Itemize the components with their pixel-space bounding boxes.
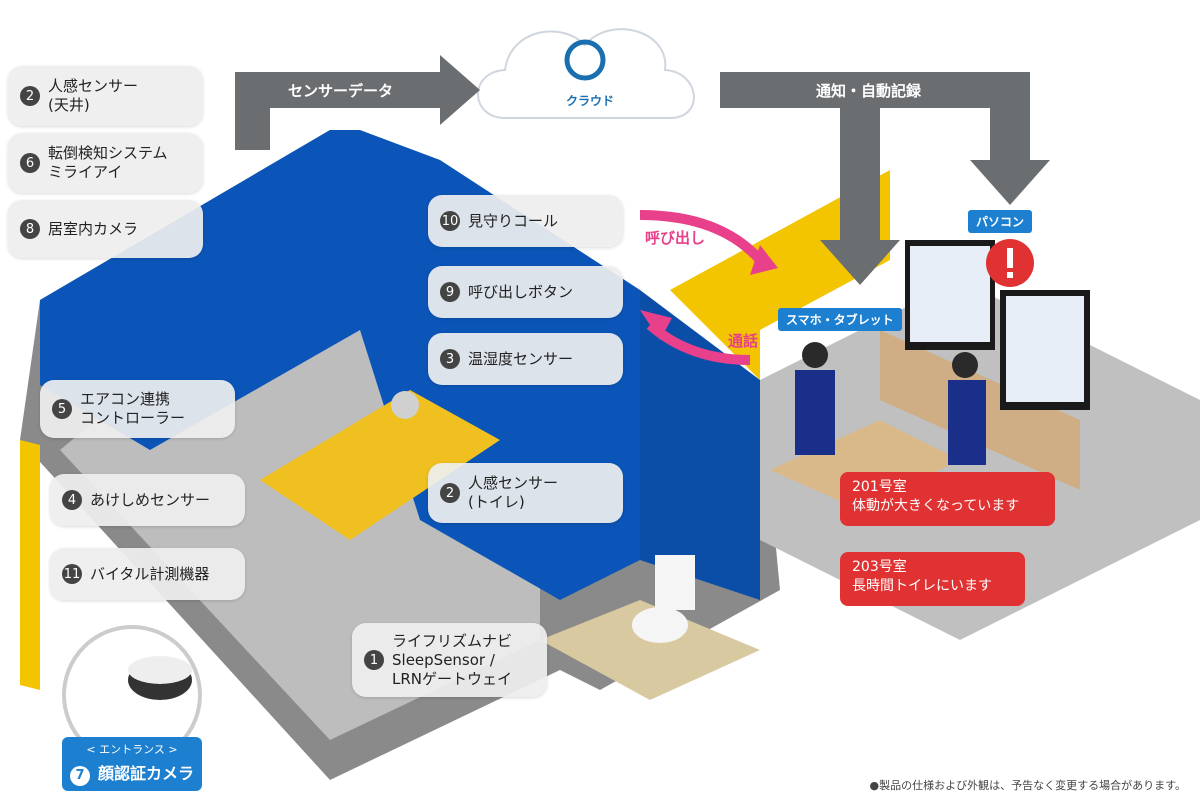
callout-temp-humidity-sensor: 3 温湿度センサー (428, 333, 623, 385)
cloud-label: クラウド (566, 92, 614, 109)
staff-1-head (802, 342, 828, 368)
entrance-number: 7 (70, 766, 90, 786)
entrance-camera-box: < エントランス > 7 顔認証カメラ (62, 737, 202, 791)
alert-room-203: 203号室 長時間トイレにいます (840, 552, 1025, 606)
smartphone-tag: スマホ・タブレット (778, 308, 902, 331)
left-door-yellow (20, 440, 40, 690)
callout-label: 人感センサー (トイレ) (468, 474, 558, 512)
callout-label: 転倒検知システム ミライアイ (48, 144, 168, 182)
callout-label: 人感センサー (天井) (48, 77, 138, 115)
callout-number: 2 (20, 86, 40, 106)
callout-call-button: 9 呼び出しボタン (428, 266, 623, 318)
callout-toilet-motion-sensor: 2 人感センサー (トイレ) (428, 463, 623, 523)
call-label: 呼び出し (645, 227, 705, 248)
callout-watch-call: 10 見守りコール (428, 195, 623, 247)
callout-label: 呼び出しボタン (468, 283, 573, 302)
callout-label: エアコン連携 コントローラー (80, 390, 185, 428)
entrance-caption: < エントランス > (62, 741, 202, 757)
callout-label: バイタル計測機器 (90, 565, 209, 584)
entrance-label: 顔認証カメラ (98, 764, 194, 783)
callout-door-sensor: 4 あけしめセンサー (50, 474, 245, 526)
callout-number: 8 (20, 219, 40, 239)
callout-number: 4 (62, 490, 82, 510)
callout-life-rhythm-navi: 1 ライフリズムナビ SleepSensor / LRNゲートウェイ (352, 623, 547, 697)
callout-ceiling-motion-sensor: 2 人感センサー (天井) (8, 66, 203, 126)
callout-number: 2 (440, 483, 460, 503)
callout-label: 居室内カメラ (48, 220, 138, 239)
callout-number: 1 (364, 650, 384, 670)
callout-number: 10 (440, 211, 460, 231)
callout-label: 温湿度センサー (468, 350, 573, 369)
staff-1-body (795, 370, 835, 455)
notification-label: 通知・自動記録 (816, 80, 921, 101)
callout-vital-device: 11 バイタル計測機器 (50, 548, 245, 600)
callout-number: 5 (52, 399, 72, 419)
sensor-data-label: センサーデータ (288, 80, 393, 101)
callout-label: あけしめセンサー (90, 491, 210, 510)
callout-number: 6 (20, 153, 40, 173)
staff-2-body (948, 380, 986, 465)
footnote: ●製品の仕様および外観は、予告なく変更する場合があります。 (870, 777, 1187, 793)
callout-label: 見守りコール (468, 212, 558, 231)
callout-room-camera: 8 居室内カメラ (8, 200, 203, 258)
callout-number: 11 (62, 564, 82, 584)
toilet (632, 607, 688, 643)
patient-head (391, 391, 419, 419)
talk-label: 通話 (728, 330, 758, 351)
staff-2-head (952, 352, 978, 378)
callout-number: 3 (440, 349, 460, 369)
pc-tag: パソコン (968, 210, 1032, 233)
callout-fall-detection: 6 転倒検知システム ミライアイ (8, 133, 203, 193)
callout-number: 9 (440, 282, 460, 302)
callout-aircon-controller: 5 エアコン連携 コントローラー (40, 380, 235, 438)
alert-room-201: 201号室 体動が大きくなっています (840, 472, 1055, 526)
callout-label: ライフリズムナビ SleepSensor / LRNゲートウェイ (392, 632, 512, 689)
